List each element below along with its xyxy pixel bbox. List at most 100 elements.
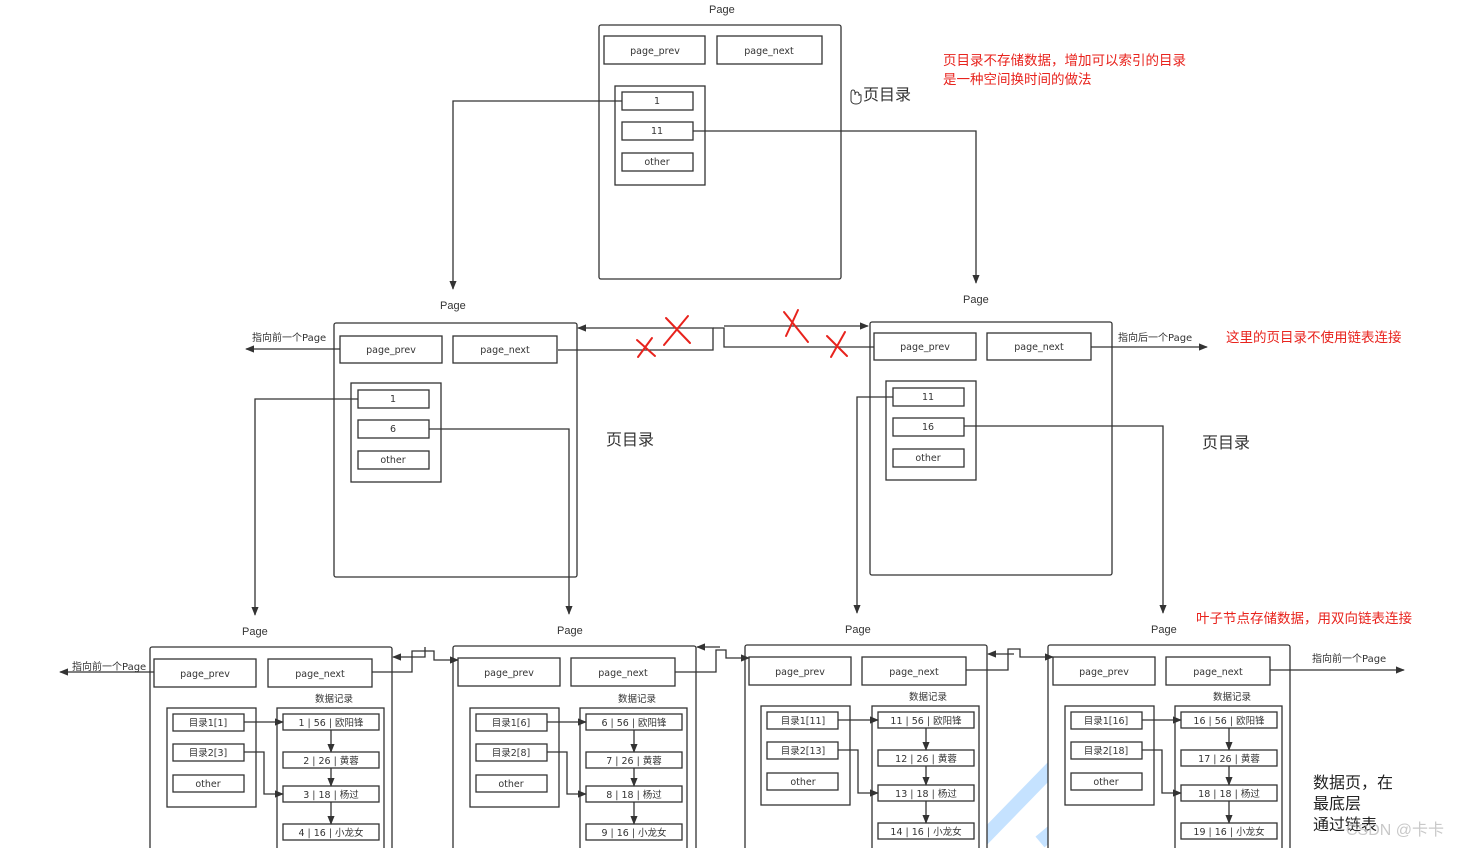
red-cross-icon: [826, 331, 848, 358]
mid-link-right: [713, 327, 874, 348]
mid-left-entry-label: 6: [390, 424, 396, 435]
mid-left-page-next-label: page_next: [480, 345, 530, 356]
leaf-3-dir-label: 目录2[13]: [781, 746, 826, 757]
link-leaf1-leaf2: [372, 650, 459, 673]
leaf-4-page-prev: [1052, 656, 1156, 686]
leaf-3-dir-label: 目录1[11]: [781, 716, 826, 727]
leaf-2-dir-entry: [475, 774, 548, 793]
mid-right-page-prev-label: page_prev: [900, 342, 950, 353]
mid-left-page-prev-label: page_prev: [366, 345, 416, 356]
mid-right-page-next: [986, 332, 1092, 361]
bottom-note-line-2: 最底层: [1313, 794, 1362, 813]
leaf-2-record-label: 6 | 56 | 欧阳锋: [601, 717, 667, 729]
leaf-3-dir-entry: [766, 772, 839, 791]
leaf-3-record-label: 14 | 16 | 小龙女: [890, 826, 961, 838]
leaf-1-page-prev: [153, 658, 257, 688]
leaf-1-record-label: 3 | 18 | 杨过: [303, 789, 359, 801]
leaf-2-dir-label: 目录1[6]: [492, 718, 531, 729]
root-page-next: [716, 35, 823, 65]
link-leaf2-leaf1: [392, 647, 426, 661]
leaf-3-records-title: 数据记录: [909, 691, 948, 703]
leaf-4-page-next: [1165, 656, 1271, 686]
bottom-note-line-1: 数据页，在: [1313, 773, 1394, 792]
mid-right-entry-label: other: [915, 453, 940, 464]
leaf-4-record-label: 18 | 18 | 杨过: [1198, 788, 1260, 800]
leaf-2-record-label: 8 | 18 | 杨过: [606, 789, 662, 801]
mid-left-entry: [357, 450, 430, 470]
leaf-3-page-next-label: page_next: [889, 667, 939, 678]
leaf-4-record-label: 17 | 26 | 黄蓉: [1198, 753, 1260, 765]
mid-left-directory-label: 页目录: [606, 430, 655, 449]
leaf-1-records-title: 数据记录: [315, 693, 354, 705]
arrow-root-to-mid-left: [449, 100, 622, 290]
leaf-1-record-label: 4 | 16 | 小龙女: [298, 827, 363, 839]
arrow-root-to-mid-right: [693, 130, 980, 284]
leaf-4-record-label: 16 | 56 | 欧阳锋: [1193, 715, 1265, 727]
note-top: 页目录不存储数据，增加可以索引的目录 是一种空间换时间的做法: [943, 52, 1186, 90]
link-leaf2-leaf3: [675, 649, 750, 673]
leaf-1-dir-entry: [172, 774, 245, 793]
leaf-1-dir-pointer: [244, 751, 284, 798]
bottom-note-line-3: 通过链表: [1313, 815, 1378, 834]
leaf-4-dir-label: 目录1[16]: [1084, 716, 1129, 727]
leaf-4-page-next-label: page_next: [1193, 667, 1243, 678]
arrow-midleft-to-leaf2: [429, 428, 573, 615]
root-page-next-label: page_next: [744, 46, 794, 57]
mid-prev-direction-label: 指向前一个Page: [252, 333, 327, 344]
leaf-2-page-prev-label: page_prev: [484, 668, 534, 679]
leaf-1-dir-label: 目录1[1]: [189, 718, 228, 729]
root-entry-label: other: [644, 157, 669, 168]
mid-right-entry-label: 11: [922, 392, 934, 403]
leaf-2-page-title: Page: [557, 625, 583, 637]
red-cross-marks: [636, 309, 848, 358]
leaf-1-dir-label: 目录2[3]: [189, 748, 228, 759]
leaf-3-page-title: Page: [845, 624, 871, 636]
leaf-1-page-next: [267, 658, 373, 688]
mid-left-entry-label: 1: [390, 394, 396, 405]
leaf-prev-direction-label: 指向前一个Page: [72, 662, 147, 673]
leaf-2-dir-pointer: [547, 751, 587, 798]
red-cross-icon: [663, 315, 691, 346]
leaf-3-record-label: 11 | 56 | 欧阳锋: [890, 715, 962, 727]
root-entry-label: 11: [651, 126, 663, 137]
leaf-4-dir-pointer: [1142, 749, 1182, 797]
mid-right-entry: [892, 448, 965, 468]
leaf-3-record-label: 12 | 26 | 黄蓉: [895, 753, 957, 765]
leaf-4-page-title: Page: [1151, 624, 1177, 636]
leaf-3-page-prev: [748, 656, 852, 686]
root-entry-label: 1: [654, 96, 660, 107]
leaf-3-dir-pointer: [838, 749, 879, 797]
watermark-text: CSDN @卡卡: [1346, 822, 1445, 839]
leaf-4-records-title: 数据记录: [1213, 691, 1252, 703]
mid-right-page-title: Page: [963, 294, 989, 306]
mid-left-page-title: Page: [440, 300, 466, 312]
leaf-1-record-label: 1 | 56 | 欧阳锋: [298, 717, 364, 729]
mid-right-entry-label: 16: [922, 422, 934, 433]
mid-link-left: [558, 324, 714, 351]
root-page-title: Page: [709, 4, 735, 16]
leaf-2-record-label: 9 | 16 | 小龙女: [601, 827, 666, 839]
leaf-2-records-title: 数据记录: [618, 693, 657, 705]
leaf-1-page-title: Page: [242, 626, 268, 638]
leaf-3-dir-label: other: [790, 777, 815, 788]
root-directory-label: 页目录: [863, 85, 912, 104]
mid-left-page-next: [452, 335, 558, 364]
leaf-next-direction-label: 指向前一个Page: [1312, 654, 1387, 665]
root-page-prev-label: page_prev: [630, 46, 680, 57]
mid-left-page-prev: [339, 335, 443, 364]
mid-right-entry: [892, 417, 965, 437]
leaf-3-page-next: [861, 656, 967, 686]
note-leaf: 叶子节点存储数据，用双向链表连接: [1196, 611, 1412, 627]
leaf-1-page-prev-label: page_prev: [180, 669, 230, 680]
hand-cursor-icon: [850, 89, 862, 105]
red-cross-icon: [636, 337, 656, 358]
leaf-4-record-label: 19 | 16 | 小龙女: [1193, 826, 1264, 838]
arrow-midright-to-leaf3: [853, 396, 893, 614]
leaf-2-dir-label: 目录2[8]: [492, 748, 531, 759]
bottom-note: 数据页，在 最底层 通过链表: [1313, 772, 1393, 835]
leaf-4-page-prev-label: page_prev: [1079, 667, 1129, 678]
arrow-midleft-to-leaf1: [251, 398, 358, 616]
note-middle: 这里的页目录不使用链表连接: [1226, 330, 1402, 346]
mid-right-directory-label: 页目录: [1202, 433, 1251, 452]
leaf-4-dir-label: 目录2[18]: [1084, 746, 1129, 757]
